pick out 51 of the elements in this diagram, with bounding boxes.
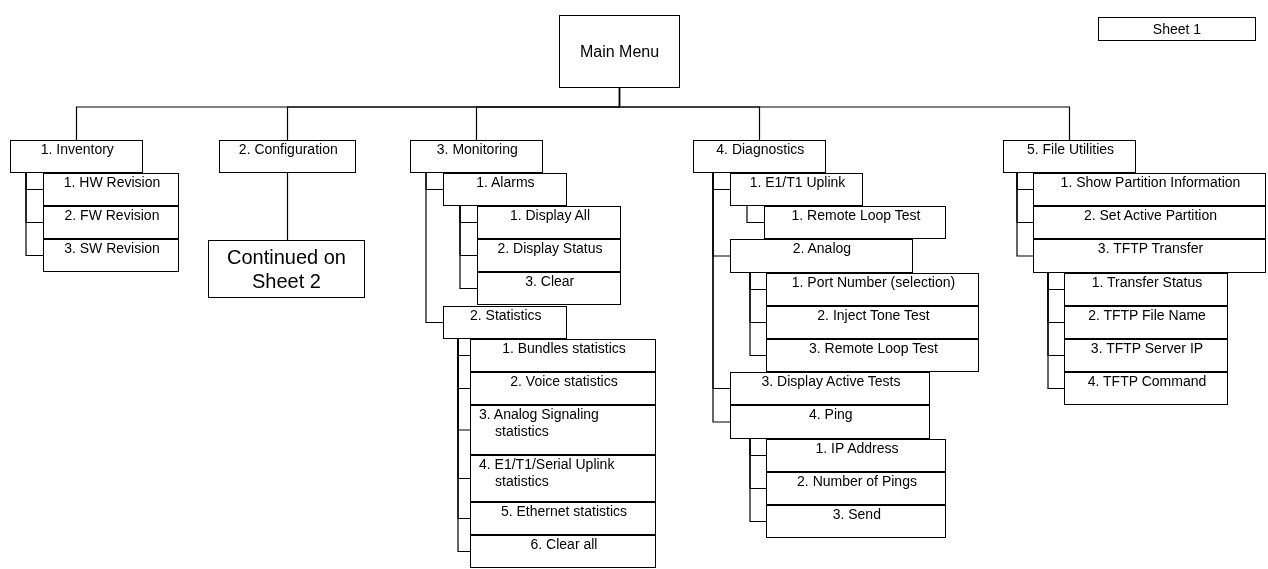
connector-line (286, 172, 289, 241)
menu-box: 1. Port Number (selection) (766, 273, 979, 306)
menu-box: 2. Inject Tone Test (766, 306, 979, 339)
connector-line (457, 338, 471, 553)
menu-box: 5. Ethernet statistics (470, 502, 656, 535)
menu-box: 3. SW Revision (43, 239, 179, 272)
menu-box: 1. Transfer Status (1064, 273, 1228, 306)
menu-box: 1. Alarms (443, 173, 567, 206)
menu-box: 4. TFTP Command (1064, 372, 1228, 405)
menu-box: 2. Set Active Partition (1033, 206, 1266, 239)
menu-box: 2. TFTP File Name (1064, 306, 1228, 339)
menu-box: 1. Remote Loop Test (764, 206, 946, 239)
menu-box: 1. Bundles statistics (470, 339, 656, 372)
menu-box: 3. Clear (477, 272, 621, 305)
menu-box: Continued on Sheet 2 (208, 240, 365, 298)
menu-box: 2. Analog (730, 239, 913, 273)
menu-box: 1. Inventory (10, 140, 143, 173)
menu-box: 4. Ping (730, 405, 930, 439)
menu-box: 5. File Utilities (1003, 140, 1136, 173)
menu-box: 4. Diagnostics (693, 140, 826, 173)
connector-line (749, 438, 767, 523)
menu-box: 1. HW Revision (43, 173, 179, 206)
menu-box: 4. E1/T1/Serial Uplink statistics (470, 455, 656, 502)
menu-box: 3. Analog Signaling statistics (470, 405, 656, 455)
menu-box: 2. Number of Pings (766, 472, 946, 505)
connector-line (746, 205, 765, 224)
menu-box: 3. TFTP Transfer (1033, 239, 1266, 273)
menu-box: 3. TFTP Server IP (1064, 339, 1228, 372)
connector-line (459, 205, 478, 290)
menu-box: 2. Voice statistics (470, 372, 656, 405)
menu-box: 3. Monitoring (410, 140, 543, 173)
menu-box: 2. Display Status (477, 239, 621, 272)
menu-box: 2. FW Revision (43, 206, 179, 239)
menu-box: 1. Show Partition Information (1033, 173, 1266, 206)
connector-line (425, 172, 444, 324)
menu-box: Sheet 1 (1098, 17, 1256, 41)
connector-line (618, 87, 1071, 141)
menu-box: 2. Configuration (219, 140, 356, 173)
connector-line (1047, 272, 1065, 390)
connector-line (1016, 172, 1034, 257)
menu-box: Main Menu (559, 15, 680, 88)
menu-box: 1. IP Address (766, 439, 946, 472)
menu-box: 6. Clear all (470, 535, 656, 568)
connector-line (25, 172, 44, 257)
menu-box: 3. Display Active Tests (730, 372, 930, 405)
menu-box: 1. E1/T1 Uplink (730, 173, 863, 206)
menu-box: 2. Statistics (443, 306, 567, 339)
menu-box: 3. Send (766, 505, 946, 538)
connector-line (749, 272, 767, 357)
menu-box: 1. Display All (477, 206, 621, 239)
menu-box: 3. Remote Loop Test (766, 339, 979, 372)
